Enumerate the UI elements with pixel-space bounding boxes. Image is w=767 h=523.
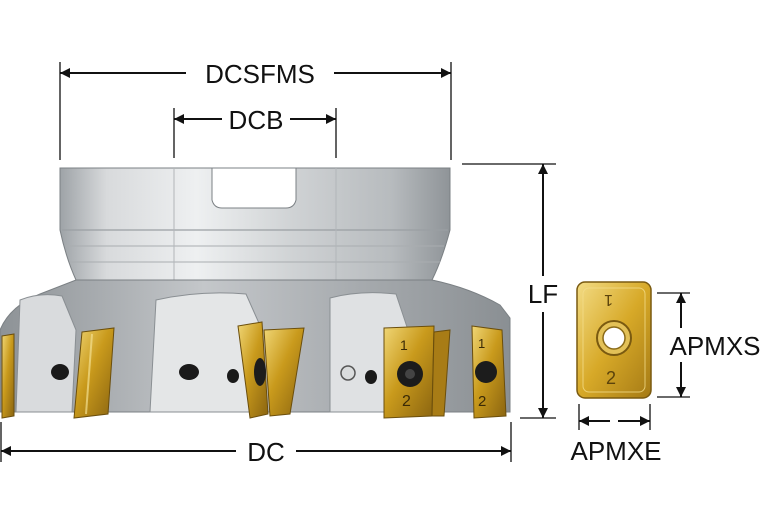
insert-detail-marking-top: 1 <box>604 291 613 308</box>
apmxe-label: APMXE <box>570 436 661 466</box>
coolant-hole <box>340 365 356 381</box>
insert-marking-bottom: 2 <box>402 393 411 410</box>
cutter-body <box>0 167 511 413</box>
lf-label: LF <box>528 279 558 309</box>
coolant-hole <box>51 364 69 380</box>
dc-label: DC <box>247 437 285 467</box>
inserts-on-body: 1 2 1 2 <box>1 321 507 419</box>
dcsfms-label: DCSFMS <box>205 59 315 89</box>
insert <box>431 329 451 417</box>
dimensions: DCSFMS DCB LF DC APMXS APMXE <box>0 59 761 467</box>
apmxs-label: APMXS <box>669 331 760 361</box>
insert-marking-bottom: 2 <box>478 393 486 410</box>
insert <box>237 321 269 419</box>
insert <box>263 327 305 417</box>
coolant-hole <box>365 370 377 384</box>
insert-detail: 1 2 <box>576 281 652 399</box>
insert-detail-marking-bottom: 2 <box>606 368 616 388</box>
chip-pocket <box>15 294 77 413</box>
insert <box>73 327 115 419</box>
insert-screw <box>254 358 266 386</box>
insert <box>1 333 15 419</box>
coolant-hole <box>179 364 199 380</box>
keyway-slot <box>211 167 297 209</box>
insert-marking-top: 1 <box>400 337 408 353</box>
dcb-label: DCB <box>229 105 284 135</box>
insert-screw <box>475 361 497 383</box>
coolant-hole <box>227 369 239 383</box>
insert-marking-top: 1 <box>478 336 485 351</box>
